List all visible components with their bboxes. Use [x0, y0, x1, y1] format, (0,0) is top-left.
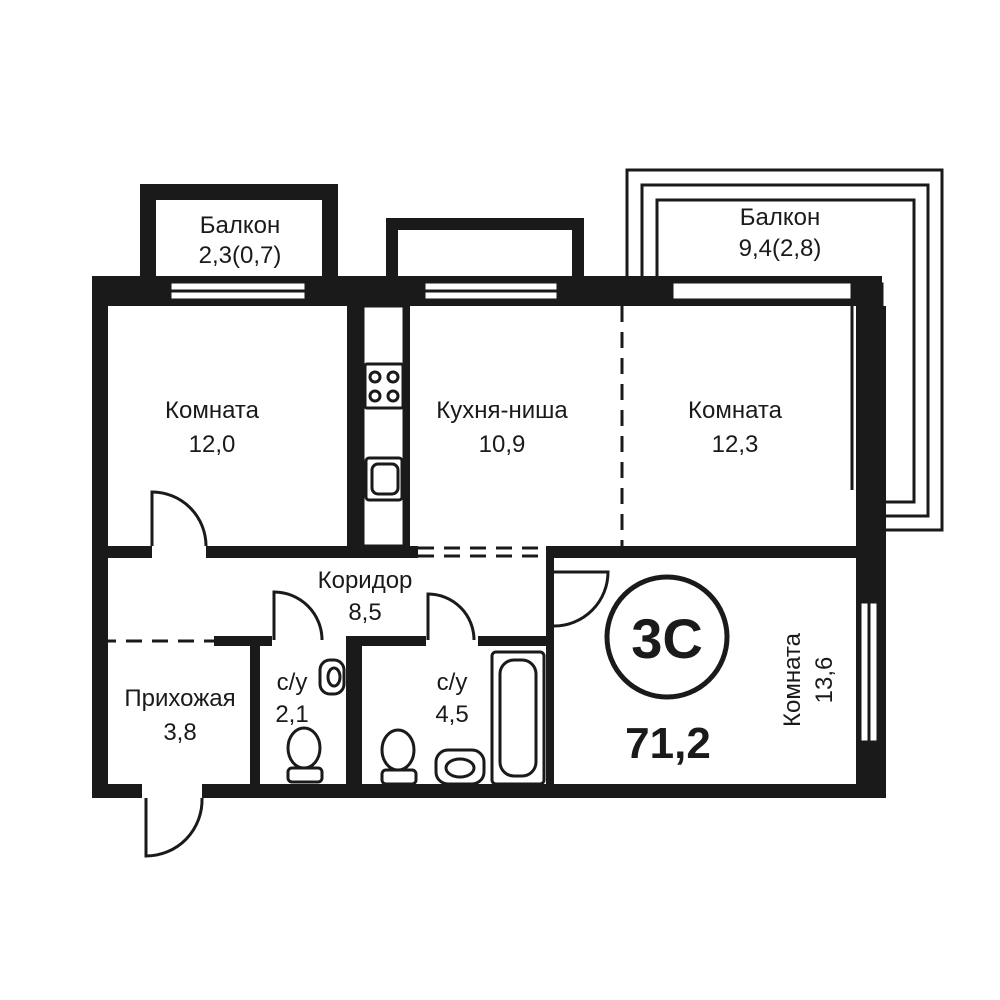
room-balcony-left: Балкон 2,3(0,7) — [199, 212, 282, 269]
room-area: 2,1 — [275, 701, 308, 728]
toilet-small-icon — [286, 726, 324, 784]
washbasin-small-icon — [318, 658, 346, 696]
room-area: 13,6 — [811, 657, 838, 704]
toilet-large-icon — [380, 728, 418, 786]
room-right: Комната 13,6 — [779, 632, 838, 727]
room-balcony-right: Балкон 9,4(2,8) — [739, 204, 822, 262]
interior-walls — [92, 306, 856, 798]
room-name: Балкон — [740, 204, 820, 231]
exterior-walls — [92, 276, 886, 798]
kitchen-counter — [361, 304, 406, 548]
kitchen-bay — [386, 218, 584, 276]
apartment-type-code: 3С — [631, 607, 703, 670]
room-area: 9,4(2,8) — [739, 235, 822, 262]
room-name: с/у — [277, 669, 308, 696]
balcony-right-outline — [625, 168, 944, 532]
room-area: 12,3 — [712, 431, 759, 458]
room-name: с/у — [437, 669, 468, 696]
room-name: Кухня-ниша — [436, 397, 568, 424]
room-name: Комната — [688, 397, 783, 424]
windows — [168, 280, 880, 744]
room-corridor: Коридор 8,5 — [318, 567, 413, 626]
total-area: 71,2 — [625, 719, 711, 768]
doors — [144, 490, 610, 858]
room-wc-small: с/у 2,1 — [275, 669, 308, 728]
room-wc-large: с/у 4,5 — [435, 669, 468, 728]
room-name: Прихожая — [124, 685, 235, 712]
balcony-left-wall — [140, 184, 338, 278]
room-hallway: Прихожая 3,8 — [124, 685, 235, 746]
washbasin-large-icon — [434, 748, 486, 786]
room-area: 3,8 — [163, 719, 196, 746]
apartment-type-badge: 3С — [604, 574, 730, 700]
room-area: 8,5 — [348, 599, 381, 626]
kitchen-sink-icon — [364, 456, 404, 502]
room-area: 12,0 — [189, 431, 236, 458]
room-kitchen: Кухня-ниша 10,9 — [436, 397, 568, 458]
room-name: Комната — [165, 397, 260, 424]
room-area: 10,9 — [479, 431, 526, 458]
zone-separators — [100, 306, 624, 643]
room-name: Коридор — [318, 567, 413, 594]
bathtub-icon — [490, 650, 546, 786]
stove-icon — [363, 362, 405, 410]
balcony-right-rail — [672, 282, 884, 490]
room-name: Балкон — [200, 212, 280, 239]
room-middle: Комната 12,3 — [688, 397, 783, 458]
room-left: Комната 12,0 — [165, 397, 260, 458]
room-area: 4,5 — [435, 701, 468, 728]
room-area: 2,3(0,7) — [199, 242, 282, 269]
room-name: Комната — [779, 632, 806, 727]
